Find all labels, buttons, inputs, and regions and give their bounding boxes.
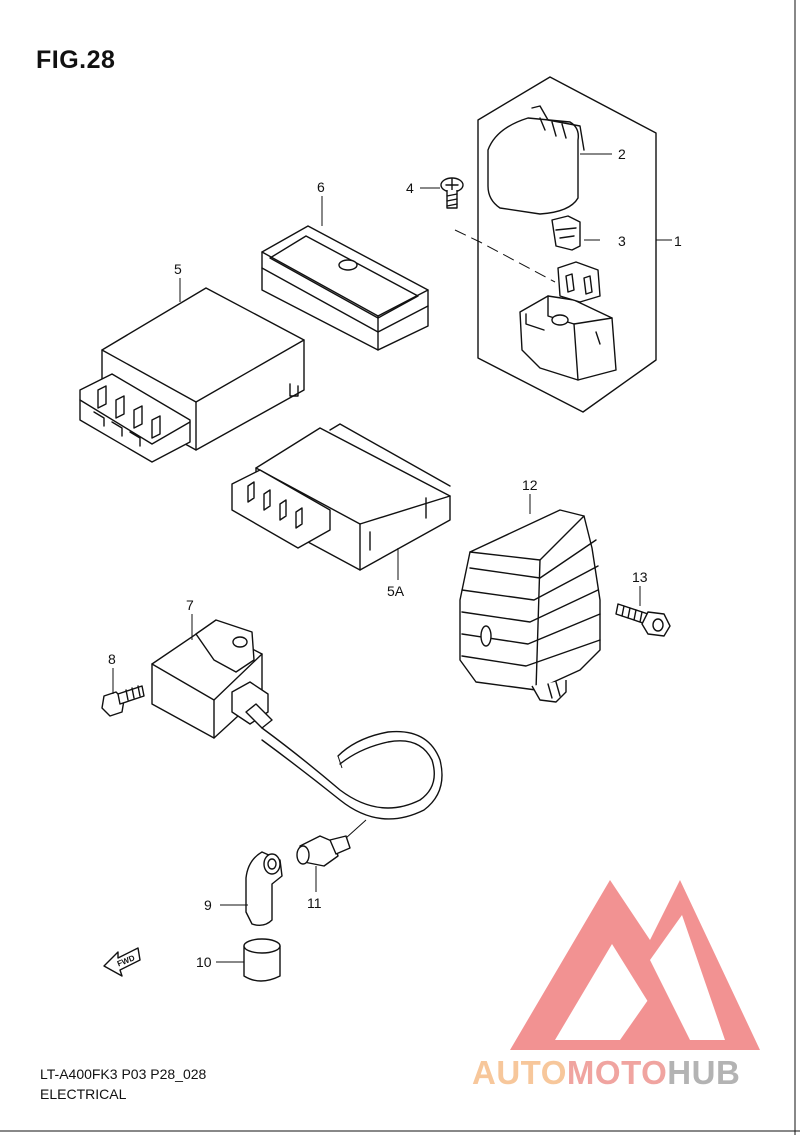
callout-11: 11 [307,895,322,911]
part-10-boot [243,938,281,982]
watermark-logo-icon [510,880,760,1050]
callout-7: 7 [186,597,194,613]
figure-code: LT-A400FK3 P03 P28_028 [40,1066,207,1082]
leader-dashed-4 [454,229,556,283]
part-11-connector [296,835,351,867]
watermark-part-auto: AUTO [472,1054,567,1091]
callout-6: 6 [317,179,325,195]
fwd-arrow-icon [103,947,141,977]
callout-8: 8 [108,651,116,667]
part-12-regulator [459,509,601,703]
callout-4: 4 [406,180,414,196]
part-13-bolt [615,603,671,637]
callout-5a: 5A [387,583,405,599]
watermark-part-moto: MOTO [566,1054,668,1091]
assembly-1-outline [477,76,657,413]
callout-13: 13 [632,569,648,585]
starter-relay [519,261,617,381]
part-2-cover [487,105,585,215]
part-7-ignition-coil [151,619,273,739]
callout-12: 12 [522,477,538,493]
callout-1: 1 [674,233,682,249]
part-6-cover [261,225,429,351]
part-5a-cdi-unit [231,423,451,571]
callout-9: 9 [204,897,212,913]
callout-3: 3 [618,233,626,249]
part-3-fuse [551,215,581,251]
callout-5: 5 [174,261,182,277]
watermark-text: AUTOMOTOHUB [472,1054,740,1092]
ht-lead-end [337,755,343,769]
watermark-part-hub: HUB [667,1054,741,1091]
callout-2: 2 [618,146,626,162]
part-8-bolt [101,685,145,717]
callout-10: 10 [196,954,212,970]
part-9-plug-cap [245,851,283,927]
part-4-screw [440,177,464,209]
ht-lead-wire [261,727,435,809]
leader-11-wire [345,819,367,839]
section-name: ELECTRICAL [40,1086,127,1102]
part-5-cdi-unit [79,287,305,463]
ht-lead-wire-outer [261,730,443,820]
figure-title: FIG.28 [36,46,116,74]
